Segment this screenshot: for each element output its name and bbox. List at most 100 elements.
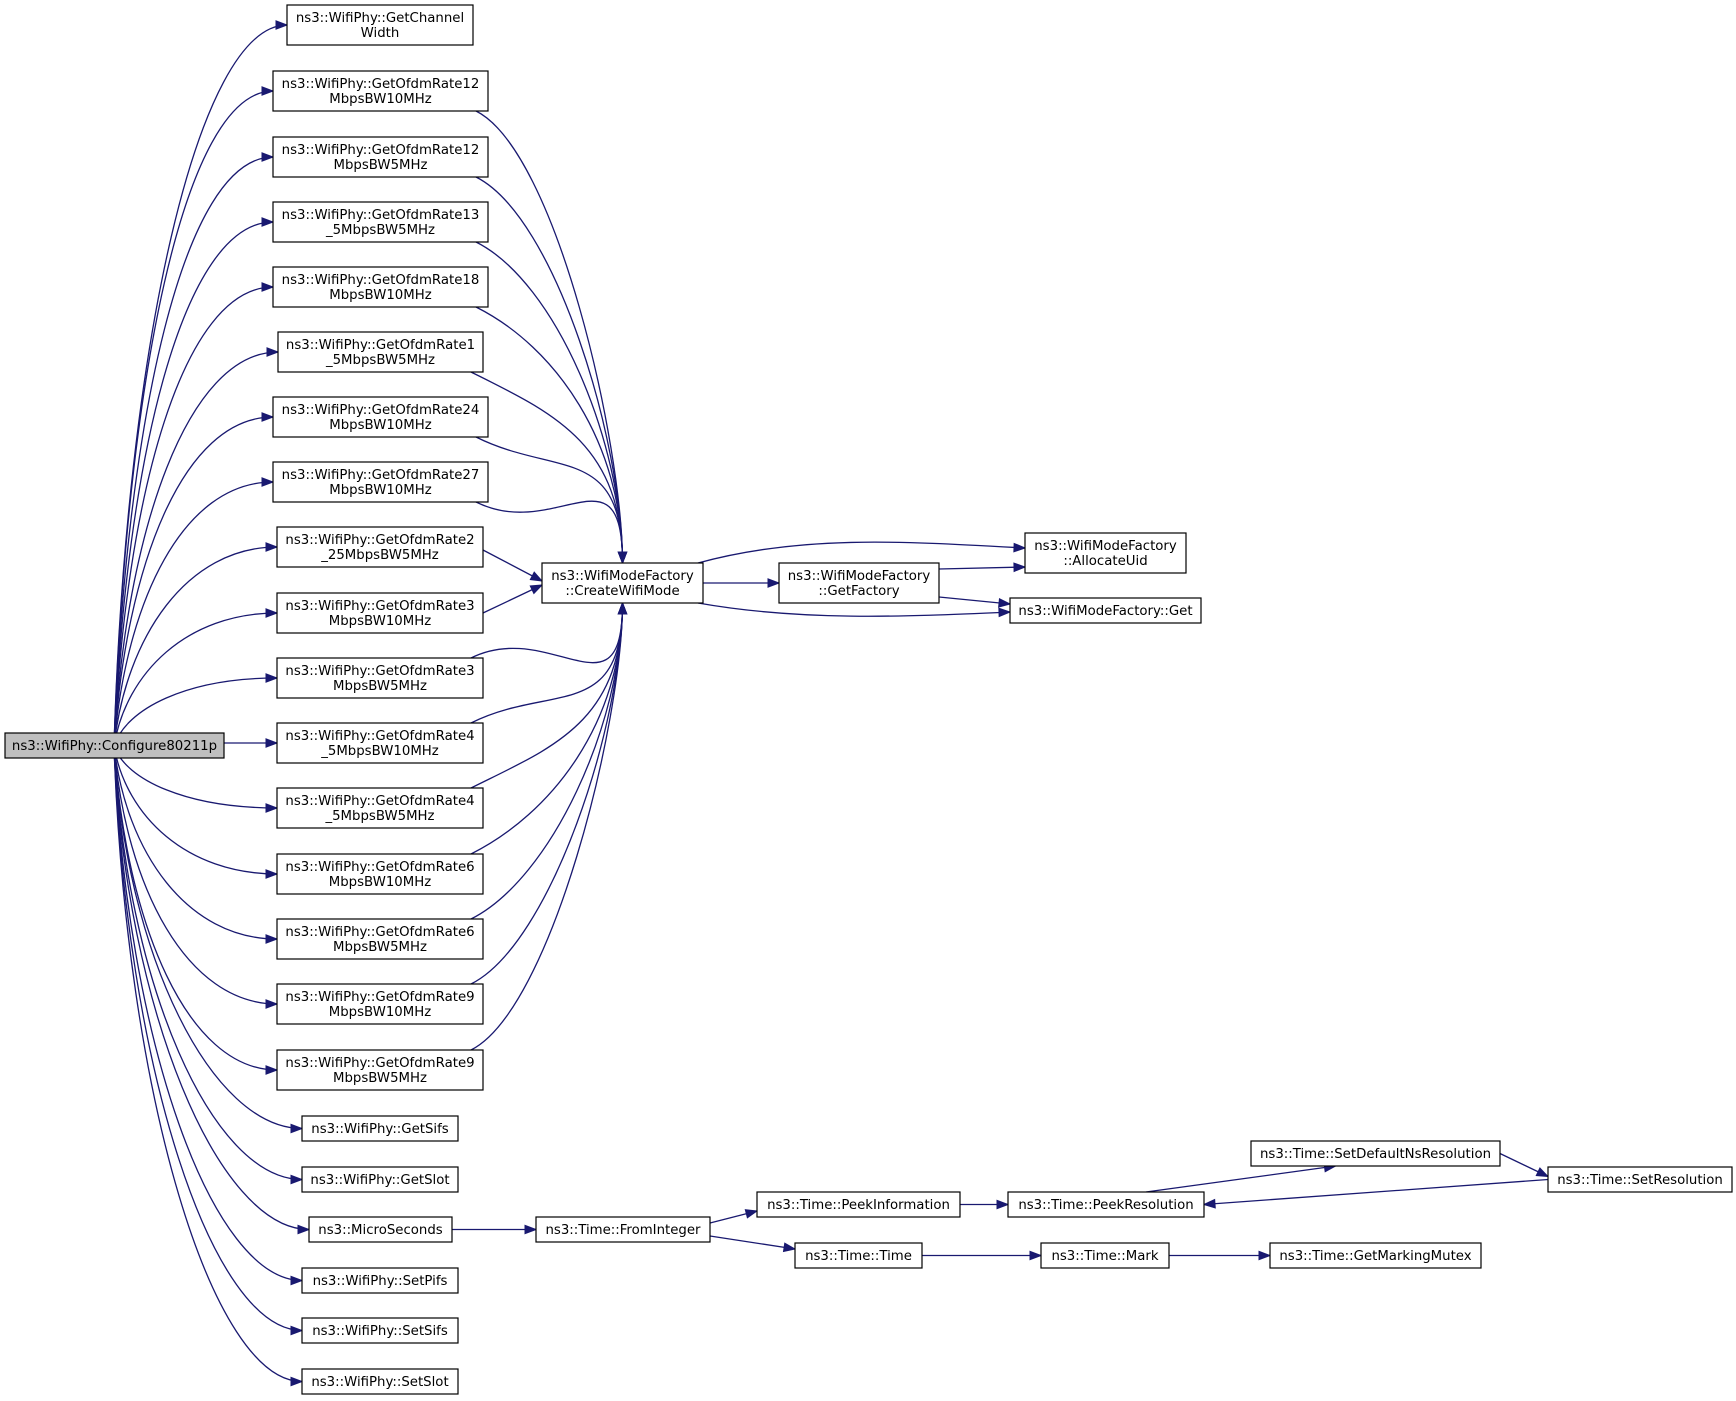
edge-line bbox=[113, 481, 274, 747]
node-label: ns3::WifiPhy::GetOfdmRate6 bbox=[285, 925, 474, 940]
node-label: ns3::WifiPhy::GetOfdmRate6 bbox=[285, 860, 474, 875]
edge-line bbox=[113, 546, 278, 747]
function-node-setDef[interactable]: ns3::Time::SetDefaultNsResolution bbox=[1250, 1140, 1501, 1167]
edge-arrowhead bbox=[1535, 1167, 1550, 1178]
node-label: ns3::WifiModeFactory::Get bbox=[1018, 604, 1192, 619]
edge-arrowhead bbox=[261, 217, 275, 227]
node-label: MbpsBW10MHz bbox=[329, 483, 431, 498]
function-node-r13_5[interactable]: ns3::WifiPhy::GetOfdmRate13_5MbpsBW5MHz bbox=[272, 201, 489, 243]
edge-r4_10-to-create bbox=[470, 601, 628, 724]
function-node-setSifs[interactable]: ns3::WifiPhy::SetSifs bbox=[301, 1317, 459, 1344]
node-label: ns3::WifiPhy::GetOfdmRate13 bbox=[282, 208, 480, 223]
node-box bbox=[272, 266, 489, 308]
function-node-configure[interactable]: ns3::WifiPhy::Configure80211p bbox=[4, 732, 225, 759]
function-node-r4_10[interactable]: ns3::WifiPhy::GetOfdmRate4_5MbpsBW10MHz bbox=[276, 722, 484, 764]
edge-line bbox=[475, 436, 624, 564]
function-node-getFactory[interactable]: ns3::WifiModeFactory::GetFactory bbox=[778, 562, 940, 604]
node-label: ns3::WifiPhy::GetSlot bbox=[310, 1173, 449, 1188]
node-box bbox=[276, 592, 484, 634]
function-node-fromInt[interactable]: ns3::Time::FromInteger bbox=[535, 1216, 711, 1243]
edge-line bbox=[113, 745, 278, 875]
node-label: ns3::WifiPhy::GetChannel bbox=[296, 11, 464, 26]
function-node-alloc[interactable]: ns3::WifiModeFactory::AllocateUid bbox=[1024, 532, 1187, 574]
edge-line bbox=[113, 221, 274, 747]
function-node-setRes[interactable]: ns3::Time::SetResolution bbox=[1547, 1166, 1733, 1193]
node-label: ns3::WifiPhy::GetOfdmRate3 bbox=[285, 664, 474, 679]
edge-configure-to-r4_10 bbox=[224, 738, 279, 748]
function-node-getSifs[interactable]: ns3::WifiPhy::GetSifs bbox=[301, 1115, 459, 1142]
edge-configure-to-r12_10 bbox=[113, 86, 275, 747]
node-box bbox=[276, 853, 484, 895]
edge-line bbox=[475, 110, 624, 564]
function-node-peekInfo[interactable]: ns3::Time::PeekInformation bbox=[756, 1191, 961, 1218]
edge-arrowhead bbox=[996, 1199, 1010, 1210]
function-node-r4_5[interactable]: ns3::WifiPhy::GetOfdmRate4_5MbpsBW5MHz bbox=[276, 787, 484, 829]
node-label: MbpsBW5MHz bbox=[333, 679, 427, 694]
edge-arrowhead bbox=[1013, 542, 1027, 553]
edge-line bbox=[113, 745, 310, 1231]
function-node-peekRes[interactable]: ns3::Time::PeekResolution bbox=[1007, 1191, 1205, 1218]
edge-line bbox=[470, 602, 624, 664]
node-label: ns3::WifiPhy::GetOfdmRate24 bbox=[282, 403, 480, 418]
function-node-getSlot[interactable]: ns3::WifiPhy::GetSlot bbox=[301, 1166, 459, 1193]
node-label: ns3::WifiPhy::GetOfdmRate12 bbox=[282, 143, 480, 158]
edge-arrowhead bbox=[290, 1376, 304, 1387]
edge-setRes-to-peekRes bbox=[1202, 1178, 1549, 1209]
edge-peekRes-to-setDef bbox=[1145, 1162, 1337, 1193]
edge-configure-to-r27_10 bbox=[113, 477, 275, 747]
edge-peekInfo-to-peekRes bbox=[960, 1199, 1010, 1210]
node-box bbox=[4, 732, 225, 759]
node-label: ns3::Time::SetResolution bbox=[1557, 1173, 1723, 1188]
edge-configure-to-setSlot bbox=[113, 745, 304, 1387]
edge-arrowhead bbox=[290, 1174, 304, 1185]
function-node-getMut[interactable]: ns3::Time::GetMarkingMutex bbox=[1269, 1242, 1482, 1269]
edge-line bbox=[475, 500, 624, 564]
edge-line bbox=[113, 416, 274, 747]
node-label: ns3::WifiPhy::GetOfdmRate27 bbox=[282, 468, 480, 483]
edge-configure-to-micro bbox=[113, 745, 311, 1235]
edge-line bbox=[697, 541, 1026, 564]
function-node-setSlot[interactable]: ns3::WifiPhy::SetSlot bbox=[301, 1368, 459, 1395]
edge-line bbox=[113, 156, 274, 747]
edge-arrowhead bbox=[265, 999, 279, 1009]
function-node-mark[interactable]: ns3::Time::Mark bbox=[1040, 1242, 1170, 1269]
node-label: ns3::WifiPhy::GetOfdmRate1 bbox=[286, 338, 475, 353]
function-node-timeTime[interactable]: ns3::Time::Time bbox=[794, 1242, 923, 1269]
edge-r13_5-to-create bbox=[475, 241, 628, 565]
function-node-setPifs[interactable]: ns3::WifiPhy::SetPifs bbox=[301, 1267, 459, 1294]
function-node-r1_5[interactable]: ns3::WifiPhy::GetOfdmRate1_5MbpsBW5MHz bbox=[277, 331, 484, 373]
node-label: ns3::WifiPhy::GetOfdmRate18 bbox=[282, 273, 480, 288]
edge-r6_10-to-create bbox=[470, 601, 628, 855]
edge-r3_10-to-create bbox=[482, 584, 544, 614]
node-label: ns3::WifiPhy::GetOfdmRate4 bbox=[285, 794, 474, 809]
node-box bbox=[794, 1242, 923, 1269]
edge-configure-to-setPifs bbox=[113, 745, 304, 1286]
edge-arrowhead bbox=[261, 152, 275, 162]
function-node-create[interactable]: ns3::WifiModeFactory::CreateWifiMode bbox=[541, 562, 704, 604]
edge-configure-to-r6_5 bbox=[113, 745, 279, 944]
edge-arrowhead bbox=[617, 601, 628, 615]
edge-line bbox=[113, 24, 288, 747]
function-node-wmfGet[interactable]: ns3::WifiModeFactory::Get bbox=[1009, 597, 1202, 624]
edge-arrowhead bbox=[744, 1209, 759, 1219]
node-box bbox=[1250, 1140, 1501, 1167]
edge-line bbox=[470, 602, 624, 789]
node-label: ns3::WifiPhy::GetOfdmRate3 bbox=[285, 599, 474, 614]
node-box bbox=[1024, 532, 1187, 574]
node-label: Width bbox=[361, 26, 400, 41]
function-node-micro[interactable]: ns3::MicroSeconds bbox=[308, 1216, 453, 1243]
function-node-r2_25[interactable]: ns3::WifiPhy::GetOfdmRate2_25MbpsBW5MHz bbox=[276, 526, 484, 568]
node-box bbox=[272, 396, 489, 438]
